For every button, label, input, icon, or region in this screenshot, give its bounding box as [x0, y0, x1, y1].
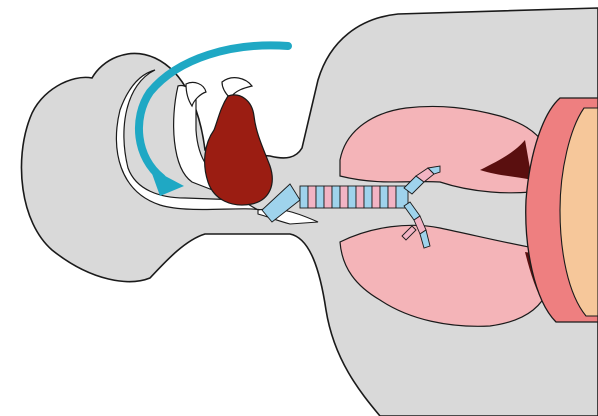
airway-diagram [0, 0, 598, 416]
diagram-canvas [0, 0, 598, 416]
